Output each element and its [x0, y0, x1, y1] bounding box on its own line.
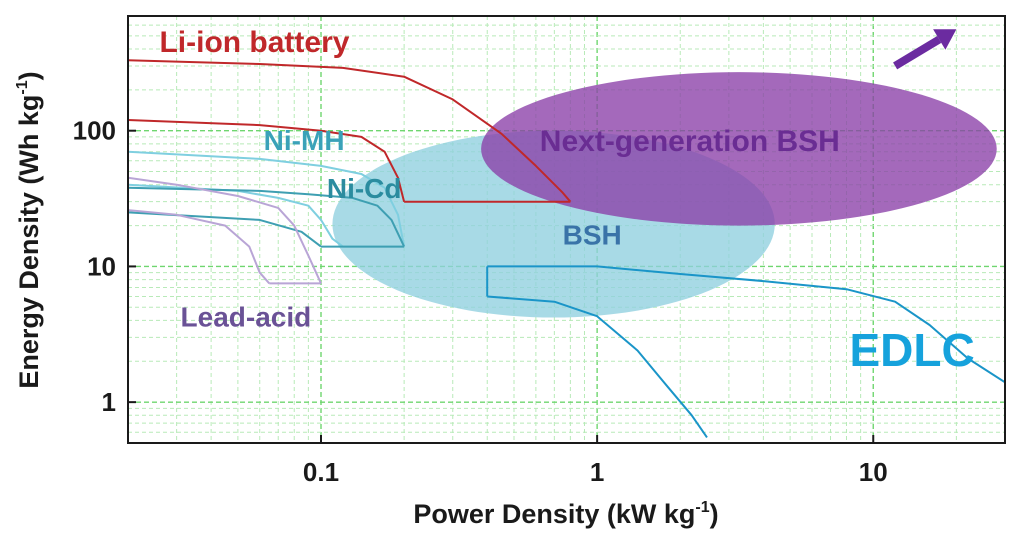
series-edlc-upper-line — [487, 265, 1005, 384]
x-tick-label: 1 — [590, 457, 604, 487]
series-li-ion-battery-upper-line — [128, 59, 572, 203]
x-tick-label: 10 — [859, 457, 888, 487]
series-edlc-lower-line — [487, 295, 708, 438]
y-axis-title: Energy Density (Wh kg-1) — [14, 71, 44, 388]
x-axis-title: Power Density (kW kg-1) — [413, 499, 718, 529]
series-lead-acid-upper-line — [128, 176, 322, 284]
label-edlc: EDLC — [849, 324, 974, 376]
plot-frame — [127, 15, 1006, 444]
label-ni-cd: Ni-Cd — [327, 173, 402, 204]
trend-arrow-head — [933, 29, 957, 50]
series-li-ion-battery-lower-line — [128, 119, 406, 202]
series-ni-mh-upper-line — [128, 150, 406, 247]
x-axis-title-main: Power Density (kW kg — [413, 499, 695, 529]
y-tick-label: 100 — [73, 116, 116, 146]
label-next-generation-bsh: Next-generation BSH — [540, 125, 840, 158]
label-li-ion-battery: Li-ion battery — [159, 26, 349, 59]
x-axis-title-sup: -1 — [695, 499, 709, 516]
y-tick-label: 10 — [87, 251, 116, 281]
axis-ticks: 0.1 1 10 1 10 100 — [73, 116, 888, 487]
x-tick-label: 0.1 — [303, 457, 339, 487]
region-next-generation-bsh — [481, 72, 997, 226]
label-lead-acid: Lead-acid — [181, 302, 312, 333]
regions — [332, 72, 997, 318]
series-ni-cd-lower-line — [128, 211, 322, 248]
trend-arrow-shaft — [893, 36, 942, 70]
label-bsh: BSH — [563, 220, 622, 251]
y-axis-title-sup: -1 — [14, 80, 31, 94]
y-tick-label: 1 — [102, 387, 116, 417]
x-axis-title-close: ) — [710, 499, 719, 529]
label-ni-mh: Ni-MH — [264, 125, 345, 156]
series-lead-acid-lower-line — [128, 209, 271, 285]
series-ni-cd-upper-line — [128, 186, 406, 248]
y-axis-title-main: Energy Density (Wh kg — [14, 95, 44, 389]
series-lines — [128, 59, 1005, 438]
y-axis-title-close: ) — [14, 71, 44, 80]
